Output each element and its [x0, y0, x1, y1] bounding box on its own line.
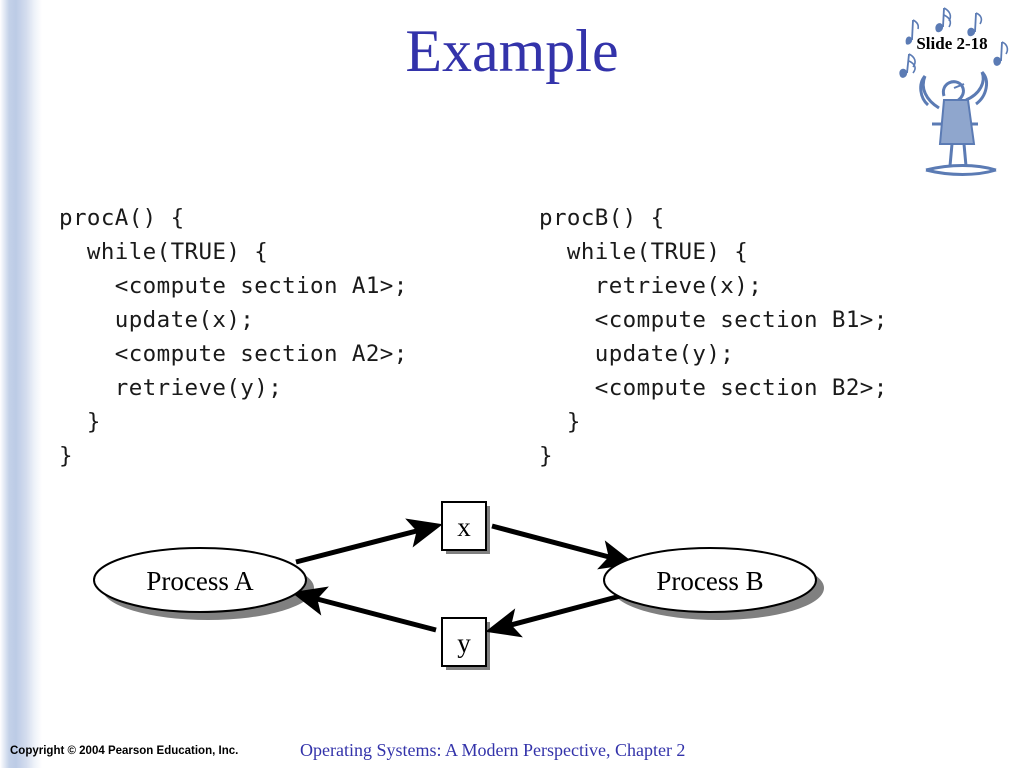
- page-title: Example: [405, 18, 619, 84]
- footer-copyright: Copyright © 2004 Pearson Education, Inc.: [10, 745, 239, 757]
- node-process-b: [603, 547, 817, 613]
- edge-x-to-process-b: [491, 523, 635, 570]
- node-process-a-label: Process A: [146, 566, 254, 596]
- slide-number-badge: Slide 2-18: [916, 34, 988, 53]
- node-process-b-label: Process B: [656, 566, 763, 596]
- node-var-y-label: y: [457, 628, 471, 658]
- code-block-proca: procA() { while(TRUE) { <compute section…: [59, 204, 408, 469]
- conductor-with-music-notes-icon: Slide 2-18: [892, 4, 1012, 176]
- process-communication-diagram: Process A Process B x y: [0, 478, 1024, 678]
- node-var-x: [441, 501, 487, 551]
- edge-process-a-to-x: [295, 518, 443, 565]
- edge-process-b-to-y: [485, 591, 629, 638]
- node-var-x-label: x: [457, 512, 471, 542]
- left-gradient-bar: [0, 0, 42, 768]
- footer-book-title: Operating Systems: A Modern Perspective,…: [300, 740, 686, 760]
- node-var-y: [441, 617, 487, 667]
- node-process-a: [93, 547, 307, 613]
- code-block-procb: procB() { while(TRUE) { retrieve(x); <co…: [539, 204, 888, 469]
- edge-y-to-process-a: [291, 586, 437, 633]
